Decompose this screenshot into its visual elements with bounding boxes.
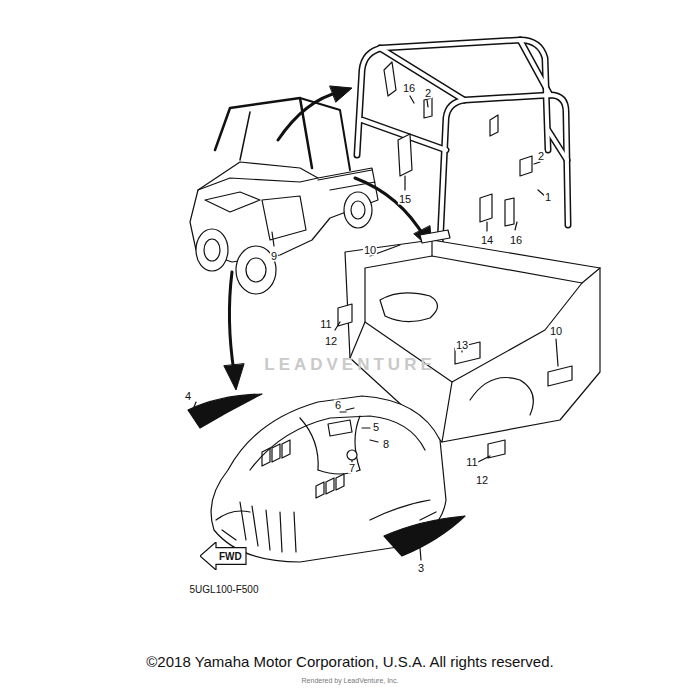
callout-number: 12 [324,336,338,347]
callout-number: 16 [509,235,523,246]
callout-number: 12 [475,475,489,486]
callout-number: 4 [184,391,192,402]
hood [188,394,465,562]
part-code: 5UGL100-F500 [190,585,259,595]
watermark: LEADVENTURE [264,356,436,373]
callout-number: 2 [424,88,432,99]
arrow-text: FWD [219,551,247,562]
callout-number: 8 [382,439,390,450]
render-note: Rendered by LeadVenture, Inc. [302,677,399,684]
callout-number: 13 [455,340,469,351]
callout-number: 10 [549,326,563,337]
callout-number: 2 [537,151,545,162]
callout-number: 10 [363,245,377,256]
callout-number: 16 [402,83,416,94]
cargo-bed [335,230,600,462]
direction-arrow: FWD [200,542,247,570]
copyright-caption: ©2018 Yamaha Motor Corporation, U.S.A. A… [0,653,700,670]
roll-cage [357,40,568,245]
callout-number: 1 [544,192,552,203]
callout-number: 5 [372,422,380,433]
callout-number: 14 [480,235,494,246]
callout-number: 7 [348,463,356,474]
callout-number: 15 [398,194,412,205]
callout-number: 11 [465,457,478,468]
callout-number: 11 [319,319,332,330]
arrow-shape [200,542,246,570]
callout-number: 6 [334,400,342,411]
callout-number: 3 [417,563,425,574]
callout-number: 9 [270,251,278,262]
